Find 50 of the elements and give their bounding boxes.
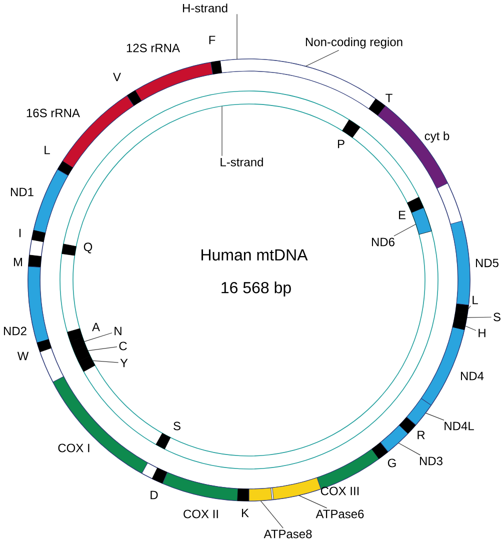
gene-label: cyt b <box>424 131 450 143</box>
gene-label: K <box>242 508 249 518</box>
leader-line <box>88 346 118 351</box>
gene-label: D <box>150 490 158 500</box>
gene-label: Q <box>84 242 92 254</box>
leader-line <box>84 332 112 342</box>
gene-label: A <box>92 322 100 332</box>
leader-line <box>398 442 421 456</box>
gene-label: 16S rRNA <box>26 108 80 118</box>
center-label: Human mtDNA <box>202 249 308 261</box>
leader-line <box>236 14 238 60</box>
gene-label: E <box>399 210 406 220</box>
region-label: Non-coding region <box>306 37 402 49</box>
leader-line <box>92 360 119 363</box>
leader-line <box>466 316 492 318</box>
leader-line <box>305 50 340 67</box>
leader-line <box>298 495 328 508</box>
gene-label: L <box>44 146 50 154</box>
strand-label: H-strand <box>182 4 228 12</box>
leader-line <box>394 224 416 236</box>
leader-line <box>468 306 471 310</box>
gene-label: ND5 <box>476 258 498 268</box>
leader-line <box>465 326 476 331</box>
gene-label: L <box>472 296 478 304</box>
gene-label: ND2 <box>4 326 26 336</box>
center-label: 16 568 bp <box>222 282 291 296</box>
gene-label: ND3 <box>420 456 442 466</box>
gene-label: R <box>418 430 425 440</box>
gene-label: ND4 <box>461 372 484 380</box>
gene-label: F <box>209 36 216 44</box>
gene-label: H <box>478 328 486 338</box>
gene-label: COX II <box>184 510 218 518</box>
gene-label: M <box>14 258 22 266</box>
gene-label: P <box>338 140 344 148</box>
gene-label: S <box>494 312 500 322</box>
gene-label: ND1 <box>10 188 34 196</box>
gene-label: V <box>113 72 121 82</box>
gene-label: T <box>386 94 392 102</box>
gene-label: ATPase6 <box>316 510 364 518</box>
gene-label: COX III <box>320 486 359 496</box>
gene-label: G <box>388 458 396 468</box>
gene-label: I <box>19 228 21 238</box>
gene-label: W <box>17 352 29 360</box>
gene-label: ATPase8 <box>264 530 312 538</box>
gene-label: 12S rRNA <box>126 44 180 52</box>
leader-line <box>260 500 284 528</box>
gene-label: COX I <box>58 444 90 452</box>
leader-line <box>425 412 444 420</box>
gene-label: S <box>174 422 180 430</box>
gene-label: ND4L <box>444 422 474 430</box>
